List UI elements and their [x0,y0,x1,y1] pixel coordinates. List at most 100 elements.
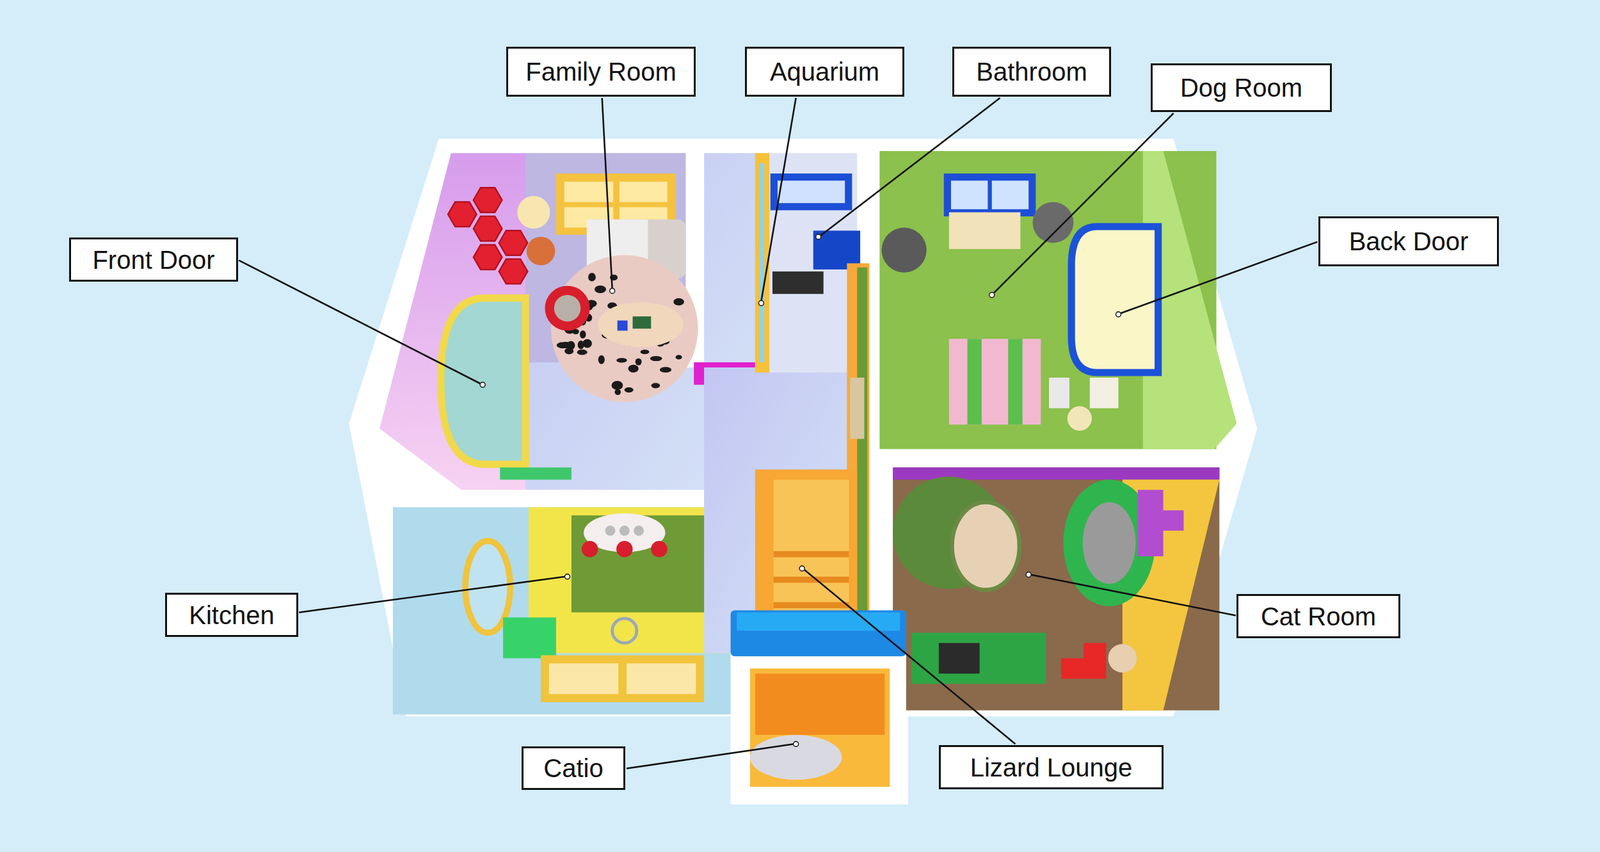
catio-walls [730,652,907,804]
cat-bed-inner [1082,501,1136,584]
rug-spot [675,355,682,360]
rug-spot [614,389,621,395]
rug-spot [616,357,628,363]
callout-label-box: Dog Room [1150,63,1332,112]
lizard-inner [773,479,850,612]
rug-spot [579,330,587,338]
leader-dot [565,574,571,580]
front-wall [379,152,531,492]
leader-dot [480,382,486,388]
cat-box-opening [938,642,980,674]
leader-line [298,576,566,613]
bowl [604,525,616,536]
rug-spot [598,355,605,365]
callout-label-box: Catio [521,746,626,790]
window-pane [992,180,1029,210]
stool [581,540,599,558]
callout-label-box: Aquarium [744,46,905,97]
kitchen-window [540,655,704,703]
cat-step [1061,657,1084,679]
bowl [619,525,630,536]
dog-bed [1032,202,1074,244]
window-pane [619,181,668,203]
callout-label-box: Kitchen [165,592,299,637]
rug-spot [582,339,592,349]
house-group [238,97,1318,804]
hex-shelf [473,244,503,270]
leader-dot [1115,311,1121,317]
leader-dot [816,234,822,240]
rug-spot [650,355,663,361]
pet-bed-inner [554,295,581,322]
mat [499,467,572,480]
dog-house [949,338,1041,425]
leader-dot [799,565,805,571]
dog-window [944,173,1036,217]
callout-label: Catio [543,753,603,783]
stripe [1008,338,1023,425]
bowl [633,525,644,536]
bowl-stand [1048,377,1070,409]
callout-label: Back Door [1349,227,1469,256]
catio-mat [750,734,842,780]
leader-line [238,260,481,384]
lamp-base [526,236,556,266]
leader-dots [480,234,1121,747]
scratcher [1108,643,1138,673]
callout-label-box: Front Door [69,237,239,282]
rug-spot [611,380,624,390]
window-pane [777,180,845,203]
rug-spot [651,382,661,388]
leader-line [626,743,794,768]
front-door [440,298,526,465]
hex-shelf [448,202,477,228]
callout-label: Aquarium [769,57,880,86]
leader-line [760,97,796,301]
rug-spot [635,358,642,366]
leader-dot [989,292,995,298]
green-box [503,617,557,659]
rug-spot [588,272,596,281]
callout-label-box: Lizard Lounge [938,744,1164,790]
callout-label: Lizard Lounge [970,753,1133,782]
hex-shelf [473,187,503,213]
callout-label: Bathroom [976,57,1087,86]
leader-line [820,97,1001,236]
leader-dot [793,741,799,747]
aquarium-glass [759,163,765,363]
stool [650,540,668,558]
callout-label: Kitchen [188,600,274,630]
callout-label-box: Family Room [506,46,696,97]
kitchen-floor [392,506,737,715]
window-pane [626,663,696,694]
outer-walls [348,138,1257,805]
rug-spot [659,366,672,373]
step [773,551,850,558]
stripe [967,338,982,425]
stool [616,540,633,558]
cat-box [911,632,1046,685]
hex-shelf [499,259,528,285]
pet-bed [544,285,590,331]
leader-dot [1025,572,1032,578]
callout-label: Family Room [525,57,677,86]
callout-label: Front Door [92,245,215,274]
leader-line [602,97,613,289]
leader-line [1030,574,1236,616]
callout-label-box: Cat Room [1236,593,1401,639]
step [773,602,850,609]
rug-spot [673,298,685,306]
rug-spot [640,349,649,354]
leader-line [803,569,1016,745]
leader-lines [238,97,1318,769]
hall-wall-trim [856,267,868,649]
picture [1089,377,1119,409]
catio-floor [755,673,885,735]
callout-label: Dog Room [1180,73,1303,102]
rug-spot [577,349,588,356]
desk [949,212,1021,249]
step [773,576,850,584]
leader-dot [609,288,616,294]
table-toy [617,320,628,331]
